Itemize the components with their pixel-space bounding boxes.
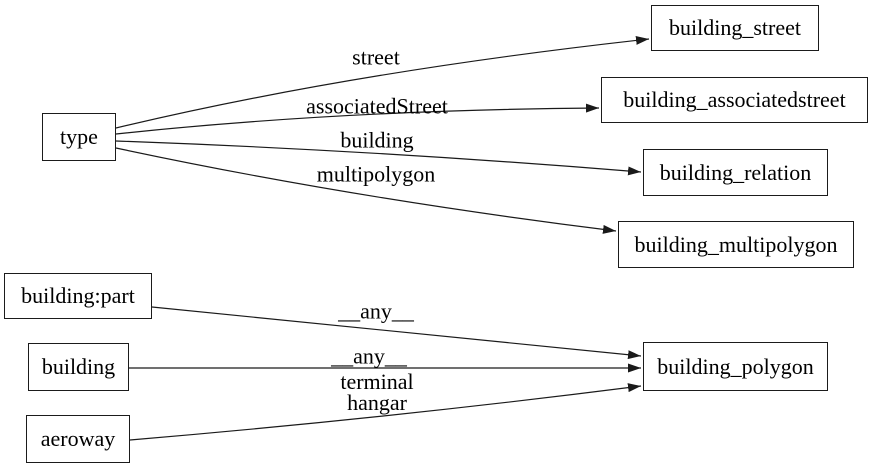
node-building-relation: building_relation xyxy=(643,149,828,196)
edge-aeroway-building_polygon xyxy=(129,383,642,441)
edge-buildingpart-building_polygon xyxy=(151,306,642,360)
edge-label-terminal-hangar: terminal hangar xyxy=(340,369,414,415)
edge-label-any-building: __any__ xyxy=(331,343,407,369)
node-building-part-label: building:part xyxy=(21,283,135,308)
node-building-relation-label: building_relation xyxy=(659,159,812,185)
edge-type-building_associatedstreet xyxy=(115,103,600,135)
node-building-part: building:part xyxy=(4,273,152,319)
node-building-associatedstreet-label: building_associatedstreet xyxy=(623,87,846,112)
node-building: building xyxy=(28,343,129,391)
edge-type-building_street xyxy=(115,35,650,129)
node-building-associatedstreet: building_associatedstreet xyxy=(601,77,868,123)
edge-type-building_multipolygon xyxy=(115,147,617,234)
node-aeroway-label: aeroway xyxy=(40,426,116,451)
node-building-polygon-label: building_polygon xyxy=(657,353,814,379)
edge-label-associatedstreet: associatedStreet xyxy=(306,93,448,119)
edge-label-any-buildingpart: __any__ xyxy=(338,298,414,324)
node-building-street: building_street xyxy=(651,5,819,51)
edge-label-street: street xyxy=(352,44,400,70)
node-building-multipolygon: building_multipolygon xyxy=(618,221,854,268)
node-building-multipolygon-label: building_multipolygon xyxy=(634,231,838,257)
edge-label-multipolygon: multipolygon xyxy=(316,161,436,187)
node-building-polygon: building_polygon xyxy=(643,342,828,391)
edge-label-terminal: terminal xyxy=(340,369,414,394)
edge-label-hangar: hangar xyxy=(347,390,407,415)
edge-label-building: building xyxy=(340,127,414,153)
node-type: type xyxy=(42,113,116,161)
node-type-label: type xyxy=(60,124,98,149)
edge-type-building_relation xyxy=(115,140,642,176)
node-aeroway: aeroway xyxy=(26,415,130,463)
node-building-label: building xyxy=(41,354,116,379)
node-building-street-label: building_street xyxy=(669,15,801,40)
